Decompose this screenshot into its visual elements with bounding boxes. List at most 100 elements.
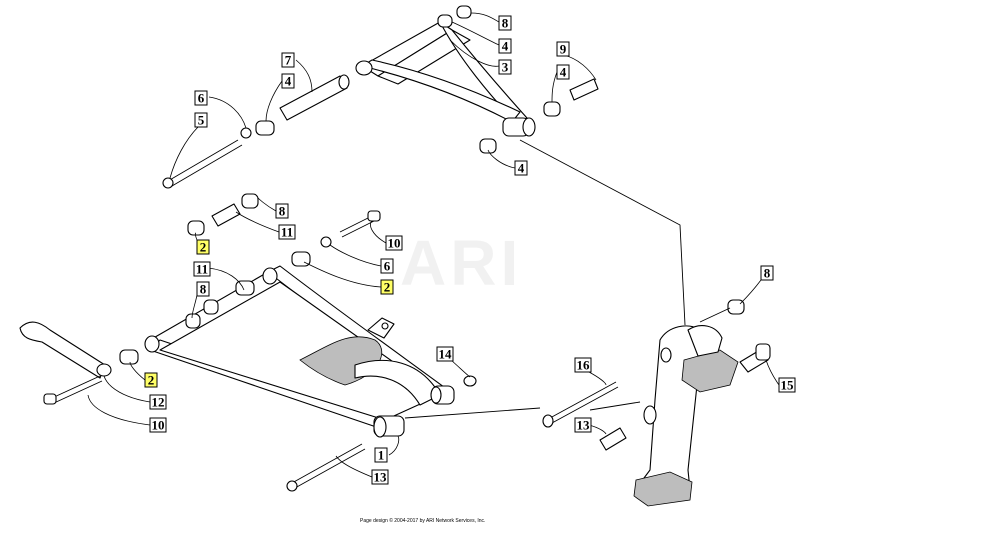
callout-box [498, 59, 512, 75]
callout-8[interactable]: 8 [257, 197, 289, 219]
callout-number: 8 [502, 16, 509, 31]
callout-number: 10 [152, 418, 165, 433]
callout-4[interactable]: 4 [487, 149, 528, 176]
callout-box [196, 281, 210, 297]
lower-a-arm-drawing [19, 193, 477, 492]
callout-box [760, 265, 774, 281]
callout-14[interactable]: 14 [436, 346, 471, 378]
callout-box-highlighted [196, 239, 210, 255]
callout-number: 2 [148, 373, 155, 388]
callout-1[interactable]: 1 [374, 435, 400, 463]
callout-number: 13 [577, 418, 591, 433]
callout-box [498, 15, 512, 31]
callout-12[interactable]: 12 [103, 375, 167, 410]
callout-8[interactable]: 8 [191, 281, 210, 319]
callout-leader-line [208, 96, 247, 129]
callout-leader-line [194, 232, 198, 241]
assembly-leader-lines [404, 139, 731, 419]
callout-leader-line [295, 59, 313, 93]
callout-box [278, 224, 296, 240]
callout-leader-line [129, 361, 146, 381]
callout-box [436, 346, 454, 362]
callout-box [574, 417, 592, 433]
callout-box [498, 38, 512, 54]
callout-6[interactable]: 6 [194, 90, 247, 129]
callout-number: 8 [279, 204, 286, 219]
callout-10[interactable]: 10 [87, 394, 167, 433]
callout-leader-line [329, 244, 382, 267]
callout-4[interactable]: 4 [265, 73, 295, 122]
callout-2[interactable]: 2 [194, 232, 210, 255]
callout-box [514, 160, 528, 176]
callout-leader-line [207, 267, 245, 291]
callout-box [281, 73, 295, 89]
callout-leader-line [103, 375, 151, 403]
callout-13[interactable]: 13 [574, 417, 607, 435]
callout-box [193, 261, 211, 277]
callout-leader-line [470, 12, 500, 23]
callout-leader-line [169, 125, 200, 179]
callout-number: 10 [388, 236, 401, 251]
callout-box [371, 469, 389, 485]
callout-leader-line [451, 21, 500, 46]
callout-leader-line [449, 39, 500, 67]
callout-number: 4 [518, 161, 525, 176]
callout-number: 2 [384, 280, 391, 295]
callout-number: 4 [560, 65, 567, 80]
callout-number: 6 [198, 91, 205, 106]
callout-box [281, 52, 295, 68]
copyright-text: Page design © 2004-2017 by ARI Network S… [360, 517, 485, 524]
callout-box-highlighted [144, 372, 158, 388]
callout-number: 4 [502, 39, 509, 54]
callout-4[interactable]: 4 [551, 64, 570, 103]
callout-leader-line [588, 371, 607, 386]
callout-number: 11 [281, 225, 293, 240]
callout-10[interactable]: 10 [370, 220, 403, 251]
callout-6[interactable]: 6 [329, 244, 394, 274]
callout-box [194, 112, 208, 128]
callout-box [556, 41, 570, 57]
callout-15[interactable]: 15 [765, 359, 796, 393]
callout-box [574, 357, 592, 373]
callout-8[interactable]: 8 [470, 12, 512, 31]
callout-leader-line [739, 279, 762, 305]
upper-a-arm-drawing [162, 5, 599, 189]
callout-4[interactable]: 4 [451, 21, 512, 54]
callout-leader-line [487, 149, 516, 169]
callout-5[interactable]: 5 [169, 112, 208, 179]
callout-leader-line [388, 435, 400, 456]
callout-number: 7 [285, 53, 292, 68]
callout-2[interactable]: 2 [129, 361, 158, 388]
callout-number: 16 [577, 358, 591, 373]
callout-leader-line [765, 359, 780, 386]
callout-number: 9 [560, 42, 567, 57]
callout-leader-line [265, 80, 283, 122]
callout-number: 6 [384, 259, 391, 274]
callout-box [778, 377, 796, 393]
callout-box [380, 258, 394, 274]
callout-7[interactable]: 7 [281, 52, 313, 93]
callout-11[interactable]: 11 [193, 261, 245, 291]
callout-11[interactable]: 11 [235, 211, 296, 240]
callout-8[interactable]: 8 [739, 265, 774, 305]
callout-number: 5 [198, 113, 205, 128]
callout-number: 12 [152, 395, 165, 410]
callout-2[interactable]: 2 [303, 261, 394, 295]
callout-box-highlighted [380, 279, 394, 295]
callout-box [149, 417, 167, 433]
callout-leader-line [257, 197, 277, 212]
callout-number: 2 [200, 240, 207, 255]
callout-box [194, 90, 208, 106]
callout-leader-line [551, 71, 558, 103]
watermark-text: ARI [400, 227, 522, 299]
callout-box [374, 447, 388, 463]
callout-3[interactable]: 3 [449, 39, 512, 75]
callout-16[interactable]: 16 [574, 357, 607, 386]
callout-number: 11 [196, 262, 208, 277]
callout-13[interactable]: 13 [335, 455, 389, 485]
spindle-drawing [542, 299, 771, 507]
callout-9[interactable]: 9 [556, 41, 597, 81]
callout-number: 1 [378, 448, 385, 463]
